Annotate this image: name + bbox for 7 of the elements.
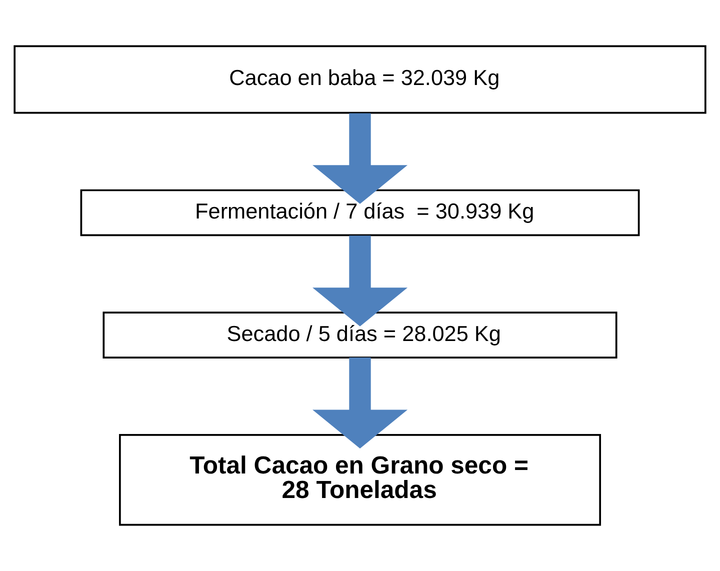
arrow	[312, 358, 408, 448]
node-box: Total Cacao en Grano seco = 28 Toneladas	[119, 434, 601, 526]
arrow	[312, 113, 408, 204]
node-box: Fermentación / 7 días = 30.939 Kg	[80, 189, 640, 236]
arrow	[312, 236, 408, 326]
node-box: Secado / 5 días = 28.025 Kg	[102, 312, 618, 358]
node-box: Cacao en baba = 32.039 Kg	[14, 45, 706, 114]
